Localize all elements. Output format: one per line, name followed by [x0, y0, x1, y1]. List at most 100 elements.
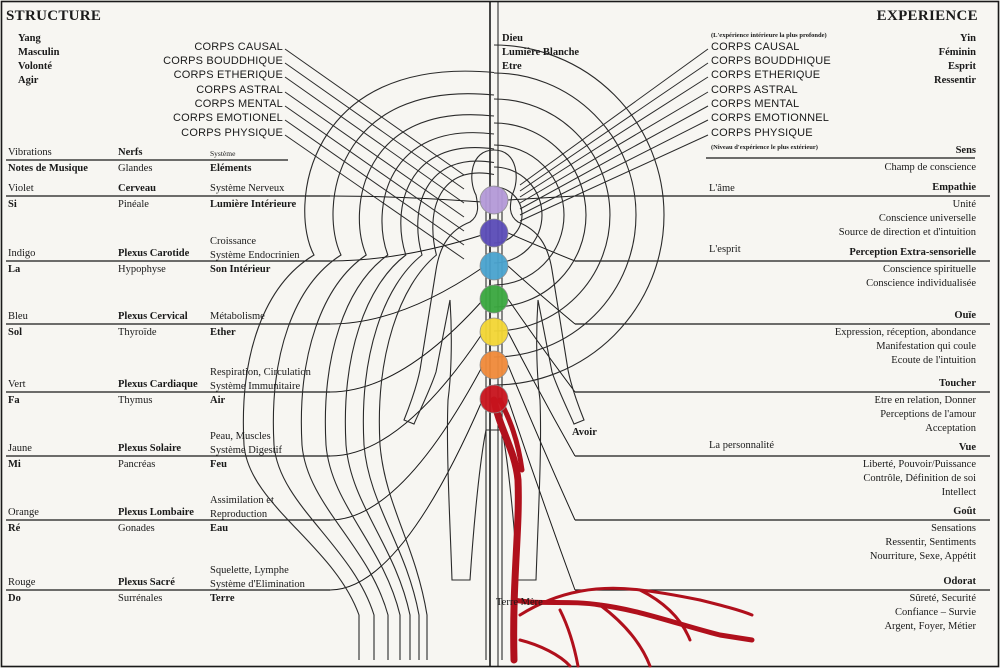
right-body-label: CORPS BOUDDHIQUE	[711, 55, 831, 67]
chakra-circle	[479, 317, 509, 347]
root-branch	[518, 586, 702, 617]
sense-name: Toucher	[939, 378, 976, 389]
nerve-name: Plexus Solaire	[118, 443, 182, 454]
label-lumiere-blanche: Lumière Blanche	[502, 47, 580, 58]
right-leader-line	[519, 48, 709, 186]
right-body-label: CORPS EMOTIONNEL	[711, 112, 830, 124]
sense-name: Ouïe	[954, 310, 976, 321]
left-quality: Volonté	[18, 61, 53, 72]
left-leader-line	[284, 119, 465, 246]
energy-arc-right	[493, 98, 611, 332]
gland-name: Pancréas	[118, 459, 156, 470]
system-name: Système Nerveux	[210, 183, 285, 194]
right-body-label: CORPS MENTAL	[711, 98, 800, 110]
chakra-circle	[479, 384, 509, 414]
left-row-connector	[329, 234, 483, 262]
right-row-connector	[507, 398, 576, 591]
consciousness-item: Ecoute de l'intuition	[891, 355, 976, 366]
outer-experience-note: (Niveau d'expérience le plus extérieur)	[711, 144, 818, 151]
consciousness-item: Conscience individualisée	[866, 278, 976, 289]
chakra-column	[479, 185, 509, 414]
aura-contour-left	[324, 132, 495, 660]
element-name: Son Intérieur	[210, 264, 271, 275]
root-branch	[638, 588, 692, 642]
root-branch	[598, 603, 652, 668]
right-row-connector	[507, 265, 576, 325]
root-branch	[490, 396, 522, 664]
left-leader-line	[284, 105, 465, 232]
music-note: Mi	[8, 459, 21, 470]
label-terre-mere: Terre Mère	[496, 597, 543, 608]
left-row-connector	[329, 195, 483, 203]
left-body-label: CORPS MENTAL	[194, 98, 283, 110]
sense-name: Vue	[958, 442, 976, 453]
left-row-connector	[329, 300, 483, 393]
system-name: Croissance Système Endocrinien	[210, 236, 300, 261]
root-network	[490, 396, 755, 668]
music-note: Ré	[8, 523, 21, 534]
energy-arc-right	[493, 166, 543, 264]
consciousness-item: Expression, réception, abondance	[834, 327, 976, 338]
inner-experience-note: (L'expérience intérieure la plus profond…	[711, 32, 827, 39]
header-systeme: Système	[210, 149, 236, 158]
consciousness-item: Unité	[952, 199, 976, 210]
gland-name: Pinéale	[118, 199, 149, 210]
left-body-label: CORPS ETHERIQUE	[173, 69, 283, 81]
element-name: Feu	[210, 459, 227, 470]
structure-title: STRUCTURE	[6, 8, 102, 24]
consciousness-item: Contrôle, Définition de soi	[863, 473, 976, 484]
left-body-label: CORPS BOUDDHIQUE	[163, 55, 283, 67]
right-leader-line	[519, 76, 709, 198]
sense-name: Odorat	[943, 576, 976, 587]
music-note: Sol	[8, 327, 23, 338]
body-leader-lines	[284, 48, 709, 260]
energy-arc-right	[493, 72, 637, 358]
level-ame: L'âme	[709, 183, 735, 194]
consciousness-item: Acceptation	[925, 423, 976, 434]
element-name: Lumière Intérieure	[210, 199, 297, 210]
left-quality: Masculin	[18, 47, 60, 58]
root-branch	[511, 597, 755, 643]
left-row-connector	[329, 400, 483, 591]
level-esprit: L'esprit	[709, 244, 741, 255]
system-name: Métabolisme	[210, 311, 265, 322]
header-notes: Notes de Musique	[8, 163, 88, 174]
chakra-circle	[479, 185, 509, 215]
right-row-connector	[507, 195, 576, 201]
right-body-label: CORPS CAUSAL	[711, 41, 800, 53]
left-row-connector	[329, 366, 483, 521]
left-body-label: CORPS EMOTIONEL	[173, 112, 283, 124]
gland-name: Gonades	[118, 523, 155, 534]
vibration-color: Rouge	[8, 577, 36, 588]
consciousness-item: Nourriture, Sexe, Appétit	[869, 551, 976, 562]
vibration-color: Orange	[8, 507, 39, 518]
consciousness-item: Intellect	[941, 487, 976, 498]
nerve-name: Plexus Cervical	[118, 311, 188, 322]
system-name: Peau, Muscles Système Digestif	[210, 431, 283, 456]
right-leader-line	[519, 119, 709, 216]
consciousness-item: Conscience spirituelle	[882, 264, 976, 275]
music-note: Si	[8, 199, 17, 210]
left-leader-line	[284, 76, 465, 204]
gland-name: Thymus	[118, 395, 153, 406]
chakra-circle	[479, 284, 509, 314]
vibration-color: Vert	[8, 379, 26, 390]
consciousness-item: Sûreté, Securité	[909, 593, 976, 604]
energy-arc-right	[493, 122, 587, 308]
consciousness-item: Conscience universelle	[878, 213, 976, 224]
nerve-name: Cerveau	[118, 183, 156, 194]
left-row-connector	[329, 267, 483, 325]
element-name: Terre	[210, 593, 235, 604]
aura-contour-left	[272, 93, 495, 660]
aura-contour-left	[300, 114, 495, 660]
element-name: Eau	[210, 523, 229, 534]
element-name: Air	[210, 395, 226, 406]
header-vibrations: Vibrations	[8, 147, 52, 158]
energy-body-arcs	[242, 44, 665, 660]
music-note: Do	[8, 593, 21, 604]
sense-name: Empathie	[932, 182, 976, 193]
right-quality: Yin	[960, 33, 976, 44]
header-champ-conscience: Champ de conscience	[884, 162, 976, 173]
